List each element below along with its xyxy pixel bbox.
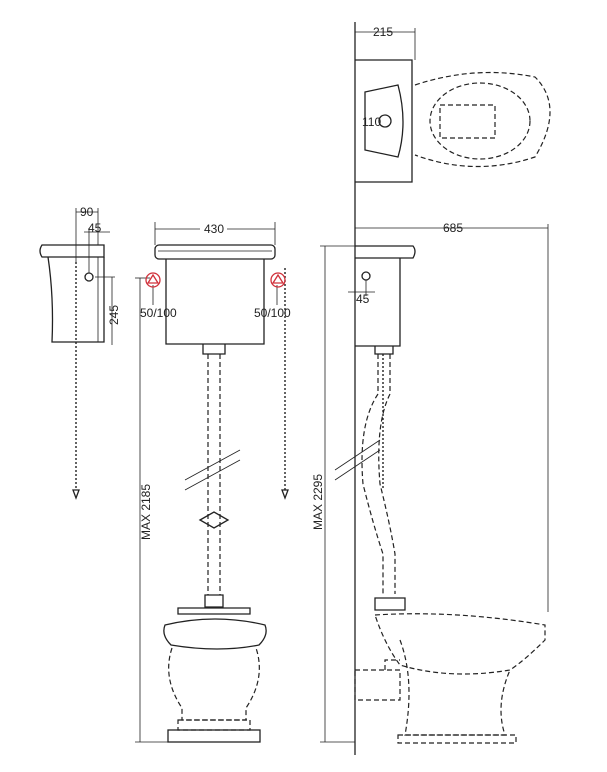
dim-top-depth: 215 [373, 25, 393, 39]
dim-max-height-side: MAX 2295 [311, 474, 325, 530]
inlet-marker-left [145, 272, 161, 288]
dim-side-depth: 90 [80, 205, 94, 219]
dim-inlet-right: 50/100 [254, 306, 291, 320]
side-view-cistern [39, 208, 115, 500]
inlet-marker-right [270, 272, 286, 288]
dim-front-width: 430 [204, 222, 224, 236]
side-view-toilet [320, 224, 549, 744]
dim-side-height: 245 [107, 305, 121, 325]
top-view [354, 22, 551, 755]
dim-top-outlet: 110 [362, 115, 381, 129]
dim-side2-offset: 45 [356, 292, 370, 306]
dim-inlet-left: 50/100 [140, 306, 177, 320]
dim-max-height-front: MAX 2185 [139, 484, 153, 540]
front-view-toilet [135, 222, 289, 743]
dim-side-offset: 45 [88, 221, 102, 235]
dim-projection: 685 [443, 221, 463, 235]
